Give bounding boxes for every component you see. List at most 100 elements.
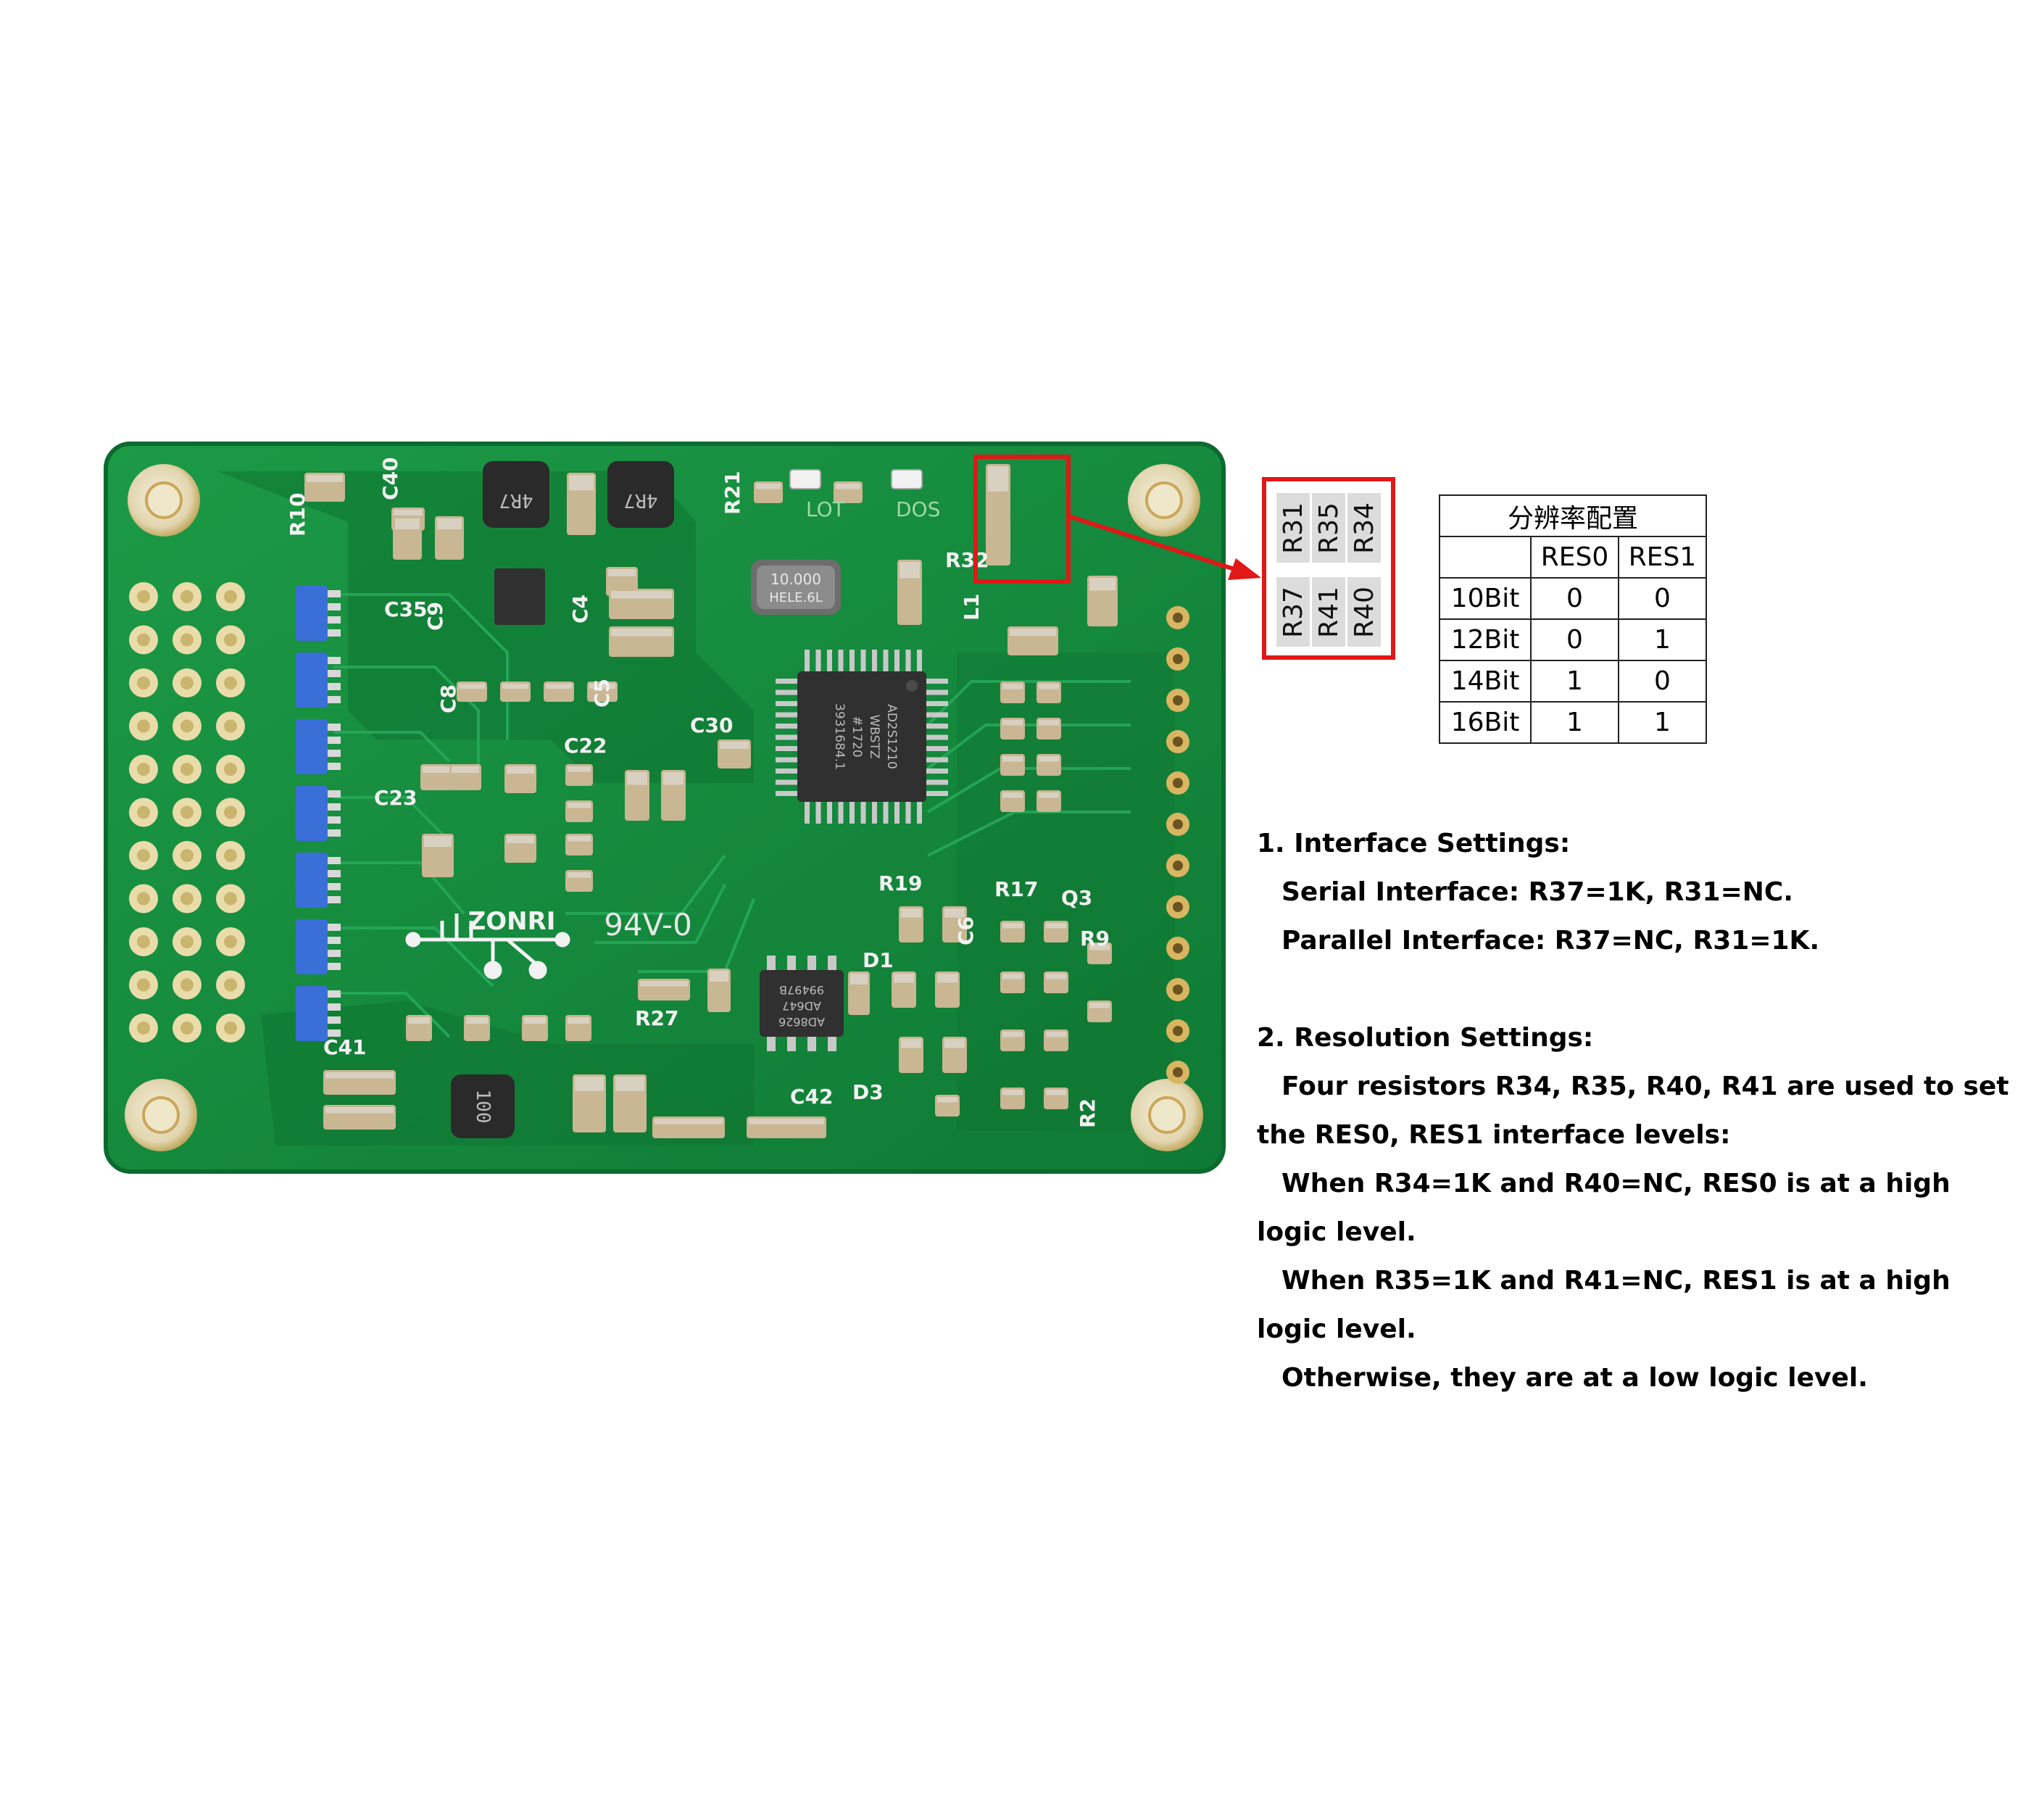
silkscreen-ref: C30 <box>690 713 734 737</box>
edge-pad-hole <box>1173 943 1183 953</box>
silkscreen-ref: R19 <box>878 871 923 895</box>
header-pad-hole <box>137 676 150 689</box>
smd-part-highlight <box>575 1077 604 1091</box>
resistor-arrays <box>296 586 341 1041</box>
crystal: 10.000 HELE.6L <box>751 560 841 615</box>
smd-part-highlight <box>568 766 591 772</box>
settings-notes: 1. Interface Settings: Serial Interface:… <box>1257 819 2011 1402</box>
chip-pin <box>905 650 911 671</box>
silkscreen-ref: C42 <box>790 1085 834 1109</box>
chip-pin <box>776 746 797 751</box>
header-pad-hole <box>180 849 194 862</box>
smd-part-highlight <box>452 766 479 773</box>
resistor-cell-top-1: R31 <box>1276 493 1310 563</box>
silkscreen-ref: LOT <box>806 497 846 521</box>
smd-part-highlight <box>1046 923 1066 929</box>
resistor-array-pad <box>328 924 341 931</box>
chip-pin <box>860 650 866 671</box>
chip-pin <box>827 650 832 671</box>
smd-part-highlight <box>615 1077 644 1091</box>
smd-part-highlight <box>1039 720 1059 726</box>
smd-part-highlight <box>394 510 423 515</box>
table-cell: 10Bit <box>1439 577 1532 620</box>
resistor-array <box>296 652 328 708</box>
smd-part-highlight <box>1039 684 1059 689</box>
chip-pin <box>805 802 810 824</box>
silkscreen-ref: R32 <box>945 548 989 572</box>
edge-pad-hole <box>1173 1067 1183 1077</box>
table-header-row: RES0 RES1 <box>1439 536 1707 579</box>
header-pad-hole <box>137 849 150 862</box>
zonri-logo <box>405 914 570 979</box>
smd-part-highlight <box>1046 1090 1066 1095</box>
chip-pin <box>926 679 948 684</box>
chip-pin <box>776 679 797 684</box>
table-cell: 16Bit <box>1439 701 1532 744</box>
smd-part-highlight <box>944 908 965 918</box>
smd-part-highlight <box>507 836 534 843</box>
smd-part-highlight <box>988 466 1008 492</box>
header-pad-hole <box>180 978 194 992</box>
opamp-pin <box>787 956 796 970</box>
smd-components <box>304 464 1118 1138</box>
table-header-cell <box>1439 536 1532 579</box>
chip-pin <box>776 701 797 706</box>
res0-rule-line: When R34=1K and R40=NC, RES0 is at a hig… <box>1281 1169 1950 1198</box>
smd-part-highlight <box>1002 923 1023 929</box>
edge-pad-hole <box>1173 613 1183 623</box>
smd-part-highlight <box>1089 578 1116 591</box>
silkscreen-ref: R10 <box>286 492 309 536</box>
smd-part-highlight <box>395 518 420 529</box>
header-pad-hole <box>180 590 194 603</box>
resistor-array-pad <box>328 1016 341 1024</box>
chip-pin <box>776 791 797 796</box>
smd-part-highlight <box>901 1039 921 1048</box>
resistor-cell-bottom-3: R40 <box>1347 577 1381 647</box>
header-pad-hole <box>224 676 237 689</box>
resistor-cell-bottom-2: R41 <box>1312 577 1345 647</box>
chip-pin <box>776 712 797 718</box>
smd-part-highlight <box>325 1072 394 1079</box>
opamp-marking: 99497B <box>779 983 824 997</box>
power-inductors: 4R7 4R7 100 <box>451 461 674 1138</box>
chip-marking: WBSTZ <box>867 715 881 759</box>
chip-marking: AD2S1210 <box>884 704 899 769</box>
chip-pin <box>872 802 877 824</box>
resistor-array-pad <box>328 857 341 864</box>
resolution-intro-line: the RES0, RES1 interface levels: <box>1257 1120 1731 1150</box>
silkscreen-brand: ZONRI <box>468 907 556 936</box>
opamp-pin <box>807 1037 816 1051</box>
chip-pin <box>926 791 948 796</box>
table-cell: 14Bit <box>1439 660 1532 703</box>
silkscreen-ref: D3 <box>852 1080 884 1104</box>
smd-part-highlight <box>663 772 684 785</box>
smd-part-highlight <box>937 974 957 983</box>
silkscreen-ref: C40 <box>378 457 402 500</box>
header-pad-hole <box>137 978 150 992</box>
resistor-array <box>296 853 328 908</box>
silkscreen-ref: C6 <box>954 916 978 945</box>
silkscreen-rating: 94V-0 <box>604 907 692 942</box>
smd-part-highlight <box>720 742 749 749</box>
chip-pin <box>926 724 948 729</box>
header-pad-hole <box>224 633 237 647</box>
smd-part-highlight <box>655 1119 723 1124</box>
resistor-array-pad <box>328 696 341 703</box>
table-cell: 1 <box>1530 701 1619 744</box>
chip-pin <box>926 712 948 718</box>
serial-interface-note: Serial Interface: R37=1K, R31=NC. <box>1281 877 1793 907</box>
resistor-array-pad <box>328 629 341 637</box>
table-cell: 1 <box>1618 701 1707 744</box>
chip-pin <box>776 724 797 729</box>
chip-pin <box>926 757 948 763</box>
chip-pin <box>827 802 832 824</box>
table-cell: 0 <box>1530 618 1619 661</box>
resistor-array-pad <box>328 950 341 957</box>
chip-pin <box>838 650 844 671</box>
resistor-array <box>296 719 328 774</box>
